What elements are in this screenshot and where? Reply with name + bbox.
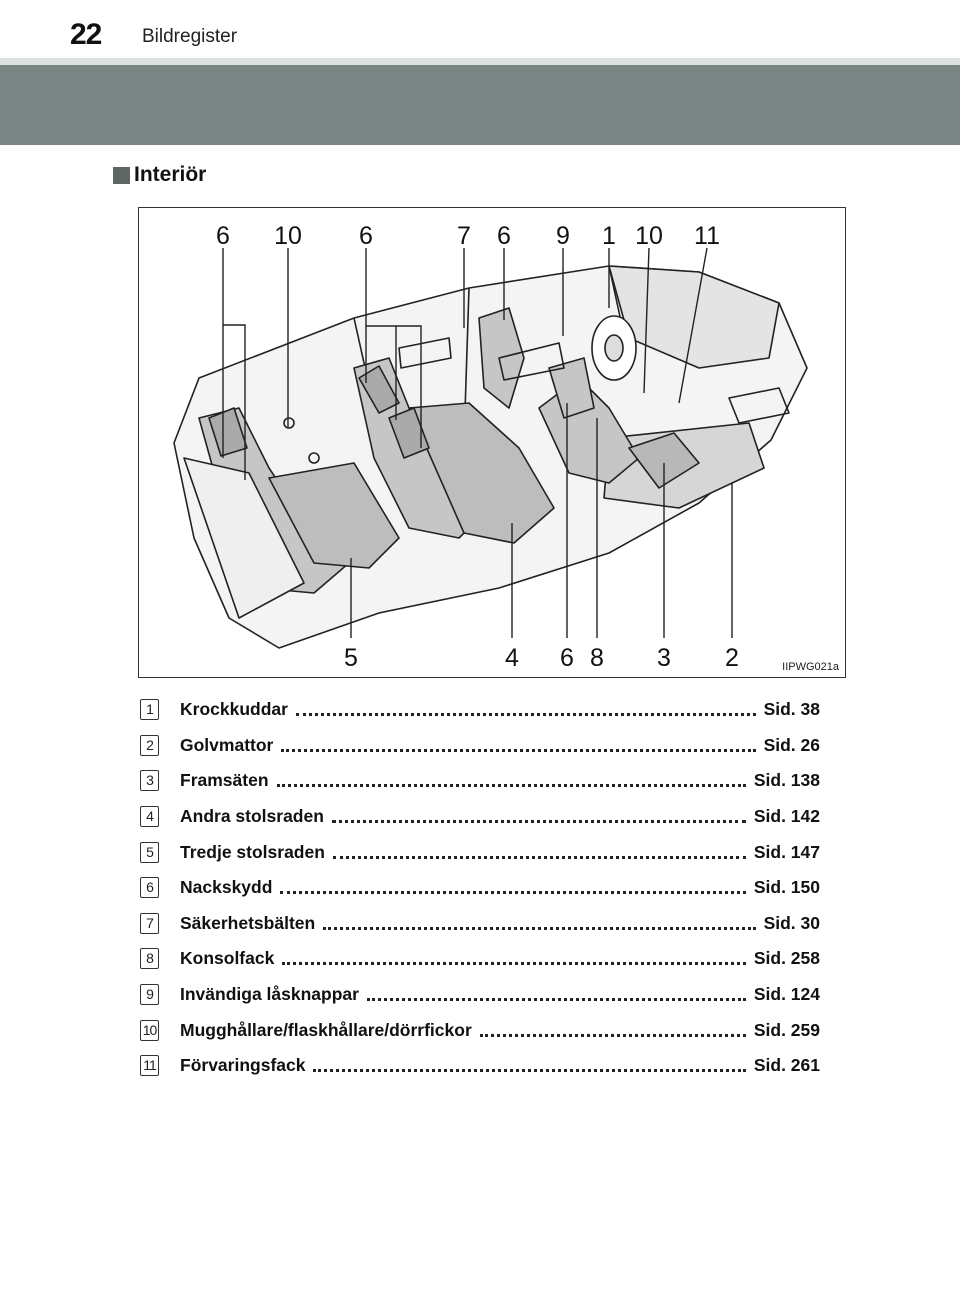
section-marker-icon [113,166,130,184]
page-reference: Sid. 138 [753,770,820,791]
callout-3: 3 [657,644,671,672]
item-number: 10 [140,1019,159,1041]
item-number: 4 [140,806,159,828]
page-reference: Sid. 142 [753,806,820,827]
item-label: Förvaringsfack [180,1055,306,1076]
item-label: Andra stolsraden [180,806,324,827]
page-reference: Sid. 258 [753,948,820,969]
item-number: 3 [140,770,159,792]
list-item: 9 Invändiga låsknappar Sid. 124 [140,977,820,1013]
section-title: Interiör [134,163,207,186]
callout-11: 11 [694,222,720,250]
callout-4: 4 [505,644,519,672]
item-label: Krockkuddar [180,699,288,720]
dot-leader [323,909,756,930]
dot-leader [331,802,746,824]
chapter-title: Bildregister [142,26,238,47]
list-item: 7 Säkerhetsbälten Sid. 30 [140,906,820,942]
item-label: Invändiga låsknappar [180,984,359,1005]
item-label: Golvmattor [180,734,274,755]
dot-leader [295,695,756,717]
callout-6a: 6 [216,222,230,250]
page-reference: Sid. 150 [753,877,820,898]
item-number: 8 [140,948,159,970]
page-reference: Sid. 124 [753,984,820,1005]
callout-7: 7 [457,222,471,250]
item-label: Mugghållare/flaskhållare/dörrfickor [180,1019,472,1040]
dot-leader [332,838,746,859]
item-number: 5 [140,841,159,863]
callout-9: 9 [556,222,570,250]
dot-leader [366,980,746,1002]
callout-8: 8 [590,644,604,672]
list-item: 11 Förvaringsfack Sid. 261 [140,1048,820,1084]
item-number: 7 [140,912,159,934]
callout-2: 2 [725,644,739,672]
callout-1: 1 [602,222,616,250]
item-number: 1 [140,699,159,721]
callout-6d: 6 [560,644,574,672]
page-reference: Sid. 147 [753,841,820,862]
interior-figure: 6 10 6 7 6 9 1 10 11 5 4 6 8 3 2 IIPWG02… [138,207,846,678]
item-number: 11 [140,1055,159,1077]
dot-leader [276,766,746,788]
item-number: 6 [140,877,159,899]
item-label: Konsolfack [180,948,275,969]
list-item: 4 Andra stolsraden Sid. 142 [140,799,820,835]
list-item: 3 Framsäten Sid. 138 [140,763,820,799]
page-number: 22 [70,18,102,51]
section-heading: Interiör [113,161,206,189]
item-label: Framsäten [180,770,269,791]
header-band [0,65,960,145]
callout-6b: 6 [359,222,373,250]
page-reference: Sid. 30 [763,912,820,933]
callout-10b: 10 [635,222,663,250]
car-interior-illustration: 6 10 6 7 6 9 1 10 11 5 4 6 8 3 2 [173,222,808,672]
dot-leader [281,731,756,752]
list-item: 5 Tredje stolsraden Sid. 147 [140,834,820,870]
page-reference: Sid. 26 [763,734,820,755]
list-item: 1 Krockkuddar Sid. 38 [140,692,820,728]
list-item: 6 Nackskydd Sid. 150 [140,870,820,906]
list-item: 8 Konsolfack Sid. 258 [140,941,820,977]
callout-6c: 6 [497,222,511,250]
item-number: 2 [140,734,159,756]
list-item: 10 Mugghållare/flaskhållare/dörrfickor S… [140,1012,820,1048]
page-reference: Sid. 259 [753,1019,820,1040]
dot-leader [282,944,746,966]
list-item: 2 Golvmattor Sid. 26 [140,728,820,764]
item-number: 9 [140,984,159,1006]
item-label: Nackskydd [180,877,273,898]
item-label: Tredje stolsraden [180,841,325,862]
page-reference: Sid. 38 [763,699,820,720]
header-rule [0,58,960,65]
figure-code: IIPWG021a [782,661,839,673]
dot-leader [313,1051,746,1073]
legend-list: 1 Krockkuddar Sid. 38 2 Golvmattor Sid. … [140,692,820,1084]
dot-leader [479,1016,746,1037]
item-label: Säkerhetsbälten [180,912,316,933]
callout-5: 5 [344,644,358,672]
dot-leader [280,873,746,895]
page-reference: Sid. 261 [753,1055,820,1076]
callout-10a: 10 [274,222,302,250]
